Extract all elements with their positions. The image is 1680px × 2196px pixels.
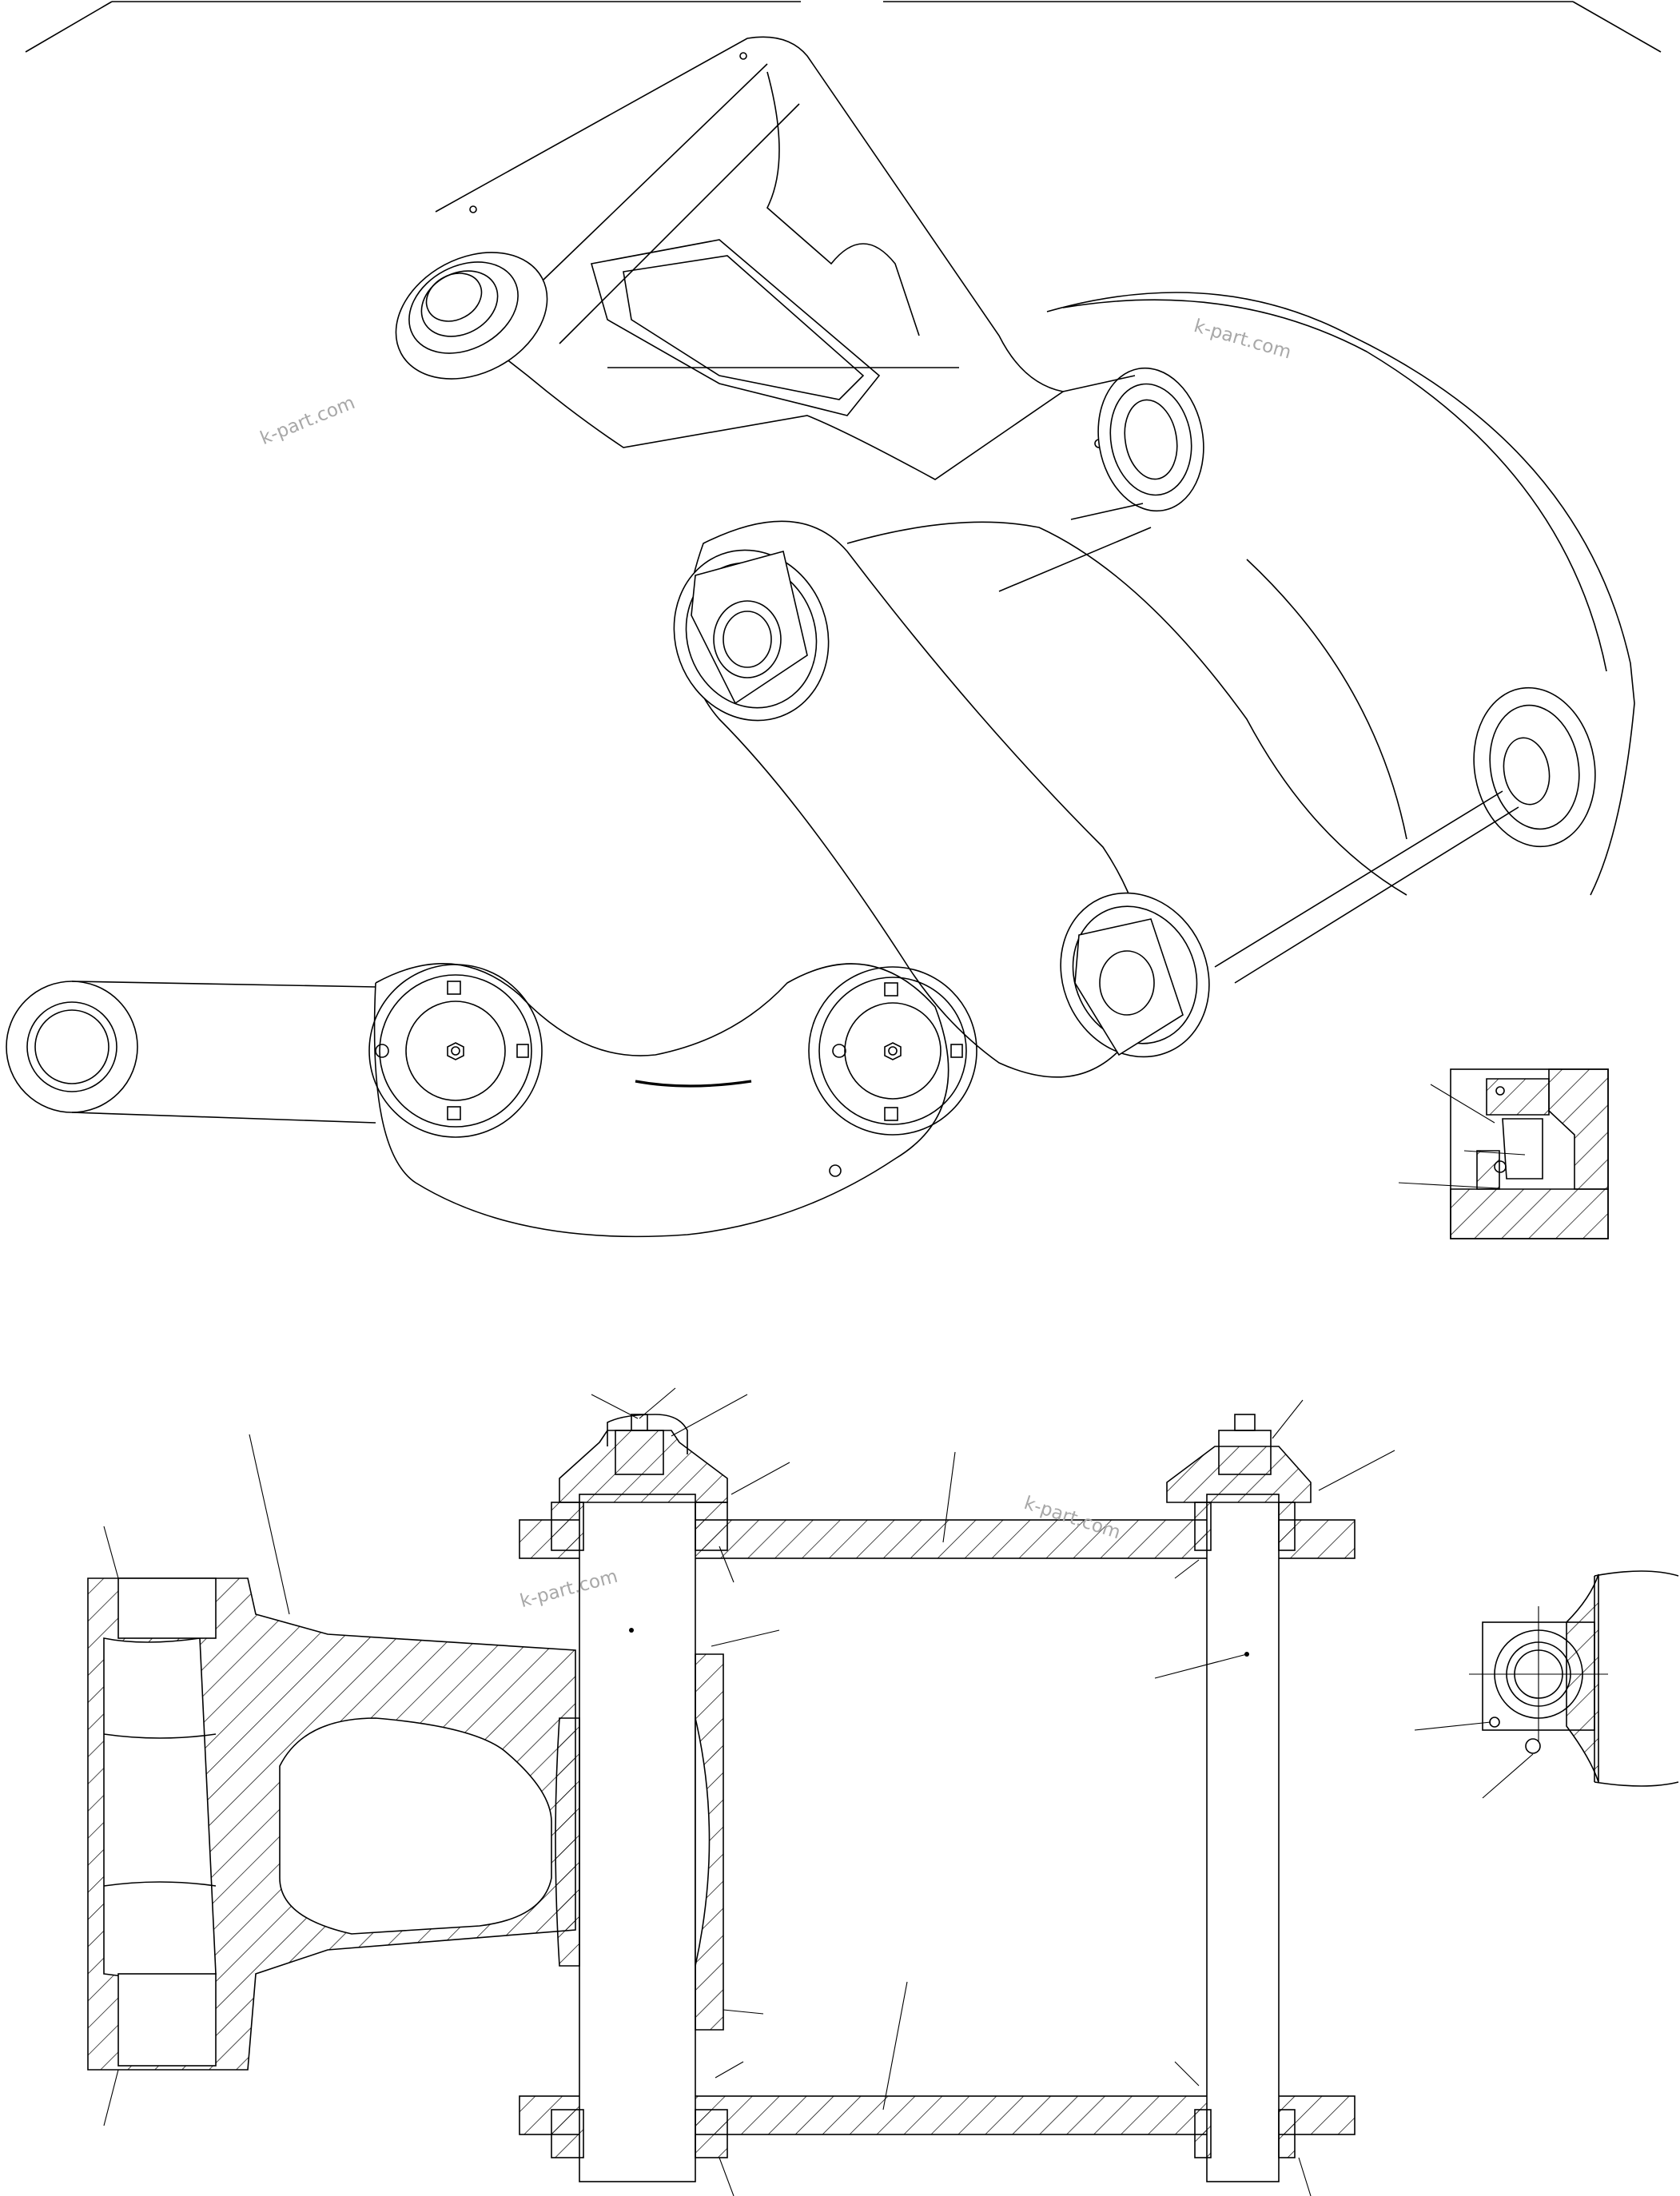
section-detail-right [1414,1570,1679,1799]
side-view [6,963,977,1238]
main-arc-plate [686,292,1635,1078]
upper-link-arm [395,36,1104,480]
section-left-pin [551,1387,790,2196]
lower-left-pin-bushing [1060,892,1210,1058]
side-view-left-pin-cap [368,964,543,1138]
section-left-link [87,1434,576,2126]
lower-right-pin-bushing [1214,686,1596,984]
detail-section-grease-fitting [1398,1068,1609,1239]
upper-right-pin-bushing [1062,367,1204,520]
side-view-right-pin-cap [808,966,977,1136]
isometric-view [395,36,1635,1078]
section-right-pin [1154,1399,1395,2196]
upper-left-pin-bushing [673,549,830,722]
section-view [87,1387,1679,2196]
sheet-border [25,1,1662,53]
